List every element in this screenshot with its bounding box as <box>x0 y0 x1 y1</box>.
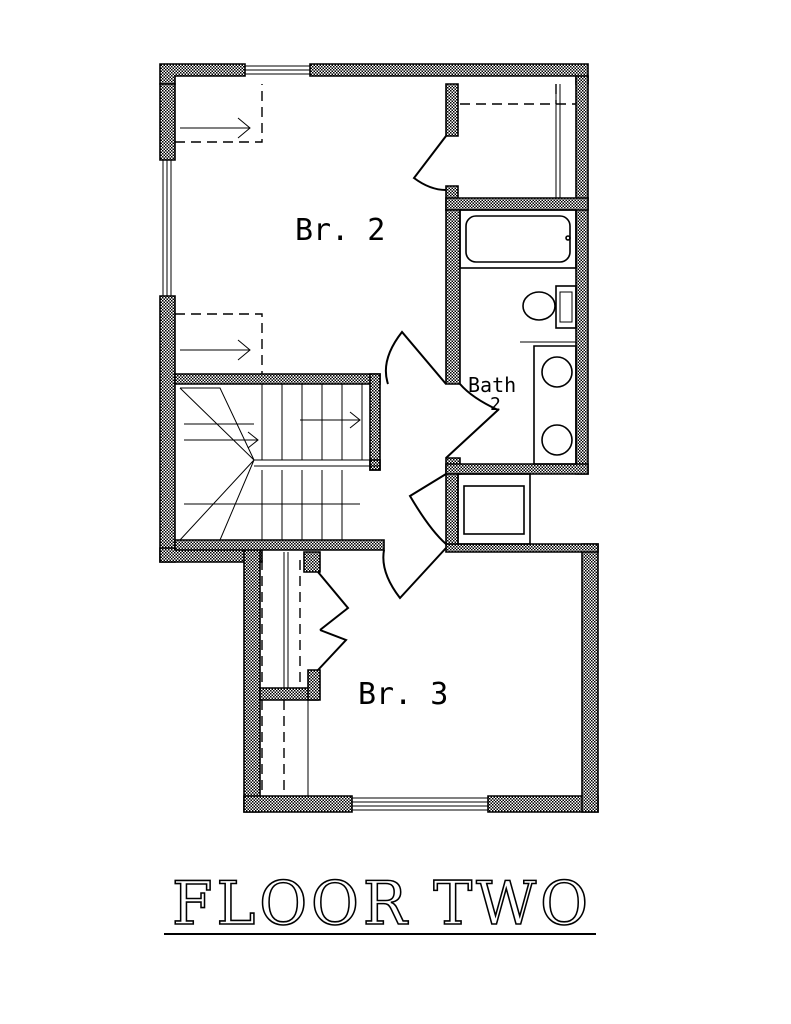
stair-arrow-1 <box>190 431 259 449</box>
closet-door-br2[interactable] <box>412 135 447 191</box>
linen-closet-outline <box>457 473 531 545</box>
door-br2[interactable] <box>384 330 447 385</box>
wall-br3-closet-post <box>307 669 321 701</box>
room-label-bath-number: 2 <box>490 394 501 415</box>
wall-right-upper <box>575 75 589 475</box>
closet-br3 <box>261 552 309 796</box>
wall-bath-bottom <box>445 463 589 475</box>
stair-newel-post <box>369 459 381 471</box>
wall-stair-right <box>369 373 381 471</box>
bath-fixtures <box>459 209 577 465</box>
window-top-br2 <box>245 65 310 75</box>
wall-top-right <box>309 63 589 85</box>
stair-treads-upper <box>261 384 363 460</box>
vanity <box>533 345 577 465</box>
bathtub-inner <box>465 215 571 263</box>
wall-left-br3 <box>243 547 261 813</box>
sink-1 <box>541 356 573 388</box>
toilet-bowl <box>522 291 556 321</box>
interior-walls <box>174 83 589 701</box>
linen-fixture <box>463 485 525 535</box>
window-bottom-br3 <box>352 797 488 811</box>
doors <box>317 330 500 671</box>
wall-linen <box>445 473 459 545</box>
wardrobe-top-arrow-head <box>237 117 251 139</box>
exterior-walls <box>159 63 599 813</box>
bathtub <box>459 209 577 269</box>
window-left-br2 <box>162 160 172 296</box>
stair-landing-diagonals <box>179 387 255 541</box>
room-label-br3: Br. 3 <box>358 677 448 712</box>
wall-left-top <box>159 83 176 161</box>
door-br3[interactable] <box>382 547 447 600</box>
wall-left-lower <box>159 295 176 563</box>
br2-wardrobe-top <box>175 84 263 143</box>
closet-br3-shelf <box>261 560 301 688</box>
sink-2 <box>541 424 573 456</box>
closet-br3-lower-shelf <box>261 700 285 796</box>
wall-br3-closet-top <box>303 551 321 573</box>
br2-wardrobe-bottom <box>175 313 263 374</box>
wall-bath-left <box>445 209 461 385</box>
stair-center-rail <box>254 459 378 467</box>
wall-top-left <box>159 63 246 85</box>
stair-treads-lower <box>261 470 343 540</box>
wall-closet-bottom <box>445 197 589 211</box>
closet-br2 <box>460 84 576 198</box>
closet-door-br3[interactable] <box>317 571 350 671</box>
toilet-tank <box>555 285 577 329</box>
wall-closet-br2 <box>445 83 459 137</box>
door-bath[interactable] <box>445 383 500 459</box>
wardrobe-top-outline <box>175 84 263 143</box>
linen-closet <box>457 473 531 545</box>
wall-bottom-br3-left <box>243 795 353 813</box>
plan-title: FLOOR TWO <box>172 869 592 939</box>
wardrobe-bottom-arrow-head <box>237 339 251 361</box>
toilet-tank-inner <box>559 291 573 323</box>
wardrobe-bottom-outline <box>175 313 263 374</box>
door-linen[interactable] <box>408 473 447 545</box>
wall-top-br3 <box>445 543 599 553</box>
wall-stair-bottom <box>174 539 385 551</box>
wall-right-br3 <box>581 543 599 813</box>
stair-arrow-2 <box>300 411 361 429</box>
wall-stair-top <box>174 373 381 385</box>
tub-drain <box>565 235 571 241</box>
staircase <box>179 384 381 541</box>
closet-br3-rod <box>283 552 289 688</box>
room-label-br2: Br. 2 <box>295 213 385 248</box>
room-label-bath: Bath <box>468 373 516 397</box>
